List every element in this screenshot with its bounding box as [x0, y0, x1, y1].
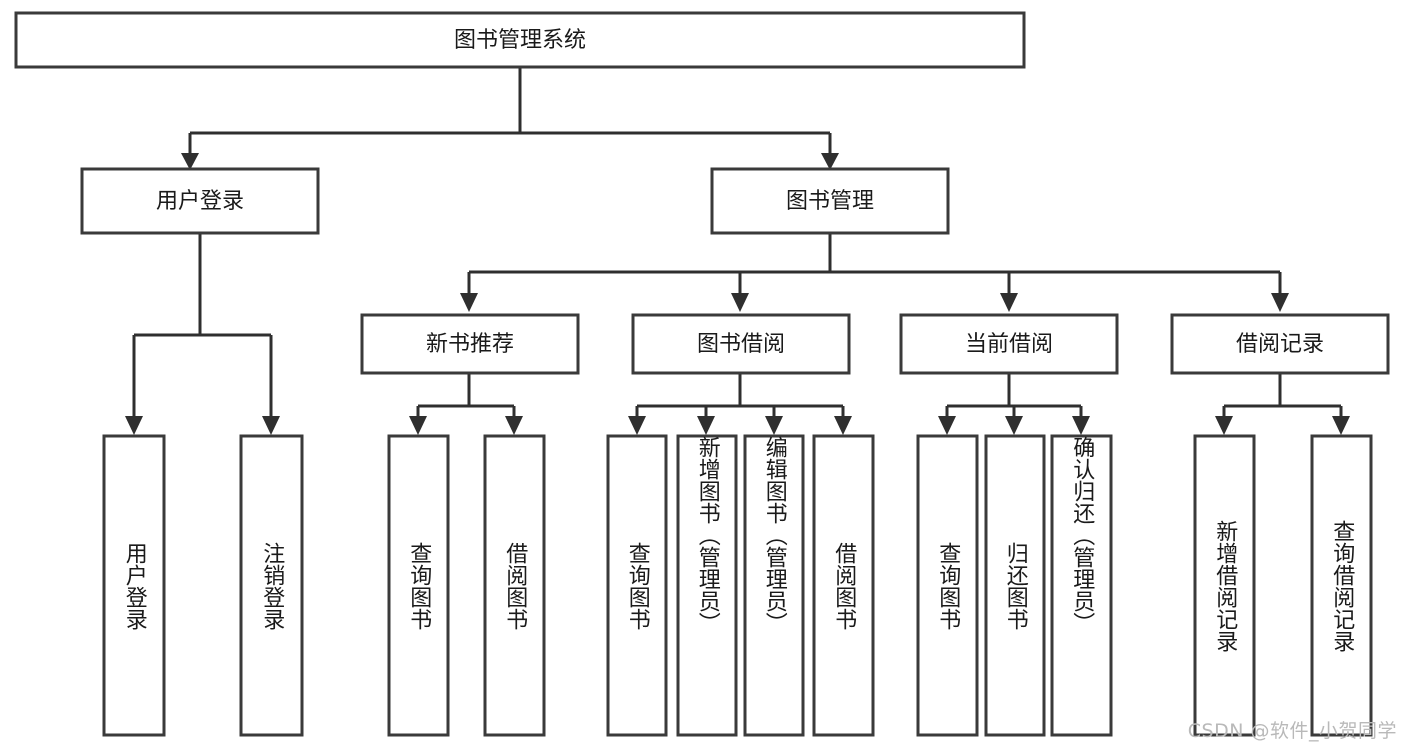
leaf-box[interactable] — [483, 434, 546, 737]
leaf-box[interactable] — [239, 434, 304, 737]
leaf-box[interactable] — [1310, 434, 1373, 737]
connector-root-to-level2 — [181, 67, 839, 170]
leaf-box[interactable] — [606, 434, 668, 737]
connector-records-to-leaves — [1215, 373, 1350, 435]
connector-borrow-to-leaves — [628, 373, 852, 435]
connector-bookmgmt-to-level3 — [460, 233, 1289, 312]
node-new-book-recommend-label: 新书推荐 — [426, 332, 514, 357]
node-new-book-recommend[interactable]: 新书推荐 — [360, 313, 580, 375]
node-book-management[interactable]: 图书管理 — [710, 167, 950, 235]
connector-newbook-to-leaves — [409, 373, 523, 435]
connector-current-to-leaves — [938, 373, 1090, 435]
node-current-borrow[interactable]: 当前借阅 — [899, 313, 1119, 375]
leaf-box[interactable] — [984, 434, 1046, 737]
node-book-management-label: 图书管理 — [786, 189, 874, 214]
node-user-login[interactable]: 用户登录 — [80, 167, 320, 235]
leaf-box[interactable] — [1050, 434, 1113, 737]
leaf-box[interactable] — [743, 434, 805, 737]
leaf-boxes — [102, 434, 1373, 737]
node-root[interactable]: 图书管理系统 — [14, 11, 1026, 69]
leaf-box[interactable] — [1193, 434, 1256, 737]
node-book-borrow[interactable]: 图书借阅 — [631, 313, 851, 375]
node-borrow-records-label: 借阅记录 — [1236, 332, 1324, 357]
node-root-label: 图书管理系统 — [454, 28, 586, 53]
leaf-box[interactable] — [387, 434, 450, 737]
leaf-box[interactable] — [916, 434, 979, 737]
csdn-watermark: CSDN @软件_小贺同学 — [1187, 720, 1397, 742]
node-user-login-label: 用户登录 — [156, 189, 244, 214]
leaf-box[interactable] — [102, 434, 166, 737]
node-current-borrow-label: 当前借阅 — [965, 332, 1053, 357]
node-book-borrow-label: 图书借阅 — [697, 332, 785, 357]
node-borrow-records[interactable]: 借阅记录 — [1170, 313, 1390, 375]
connector-userlogin-to-leaves — [125, 233, 280, 435]
leaf-box[interactable] — [676, 434, 738, 737]
leaf-box[interactable] — [812, 434, 875, 737]
